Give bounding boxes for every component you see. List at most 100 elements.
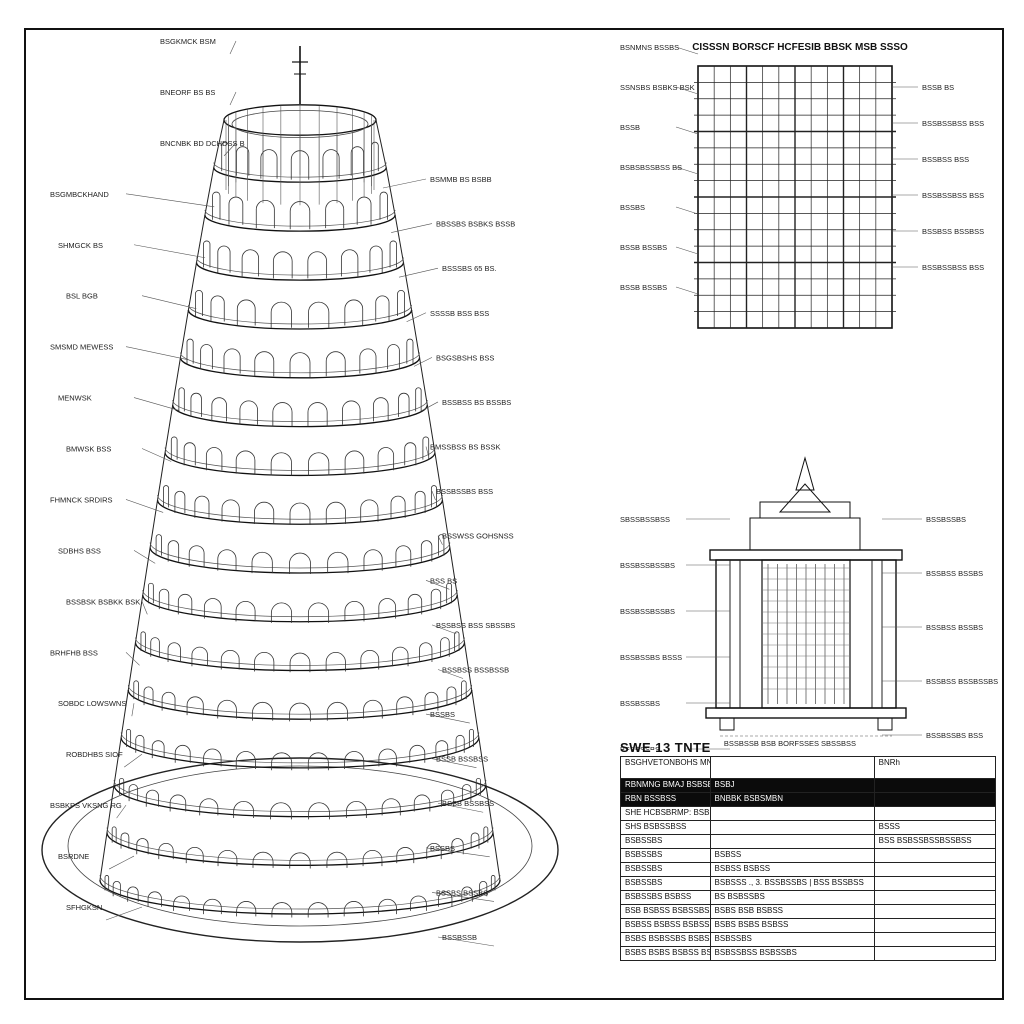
tier-ledge	[172, 404, 428, 428]
callout-label: BSRDNE	[58, 852, 89, 861]
tower-tier	[179, 309, 421, 379]
tier-arch	[252, 701, 274, 721]
tier-arch	[133, 680, 139, 700]
title-block-cell	[711, 807, 875, 820]
tier-arch	[169, 794, 187, 812]
tier-wall-right	[471, 689, 480, 738]
section-left-label: BSSBSSBSSBS	[620, 607, 675, 616]
tier-arch	[407, 593, 423, 615]
tier-arch	[326, 851, 348, 868]
tier-arch	[270, 452, 292, 476]
tier-arch	[272, 402, 293, 427]
callout-label: BSGMBCKHAND	[50, 190, 109, 199]
callout-leader	[437, 535, 443, 545]
tier-cornice	[188, 304, 412, 325]
callout-label: ROBDHBS SIOF	[66, 750, 123, 759]
tier-wall-left	[142, 547, 151, 596]
section-left-label: BSSBSSBS BSSS	[620, 653, 682, 662]
grid-right-label: BSSBSS BSS	[922, 155, 969, 164]
tier-wall-left	[157, 452, 166, 501]
section-left-label: BSSBSSBSSBS	[620, 561, 675, 570]
tier-arch	[325, 199, 345, 229]
title-block-cell: BSBS BSBSSBS BSBSSBSSBS	[621, 933, 711, 946]
tier-arch	[392, 646, 409, 667]
tier-arch	[308, 802, 330, 820]
tier-wall-right	[434, 452, 443, 501]
tier-arch	[191, 646, 208, 667]
title-block-cell: BSBSSBS	[621, 877, 711, 890]
tier-wall-right	[464, 642, 473, 691]
title-block-cell	[875, 877, 995, 890]
title-block-row: BSBS BSBSSBS BSBSSBSSBSBSBSSBS	[621, 933, 995, 947]
callout-leader	[125, 193, 215, 208]
grid-left-label: SSNSBS BSBKS BSK	[620, 83, 695, 92]
tier-arch	[211, 397, 227, 422]
tier-arch	[255, 199, 275, 229]
tier-arch	[120, 832, 130, 849]
tier-arch	[360, 649, 380, 670]
callout-leader	[431, 758, 477, 768]
tier-ledge	[149, 547, 451, 574]
tier-cornice	[149, 542, 451, 569]
tier-arch	[406, 338, 414, 364]
tier-ledge	[156, 499, 444, 525]
tier-arch	[203, 898, 222, 915]
tier-arch	[378, 598, 397, 619]
section-left-label: SBSSBSSBSS	[620, 515, 670, 524]
tier-cornice	[196, 257, 404, 276]
callout-label: BSS BS	[430, 576, 457, 585]
section-footing	[877, 717, 893, 731]
tier-wall-right	[402, 262, 413, 311]
tier-cornice	[180, 352, 420, 374]
tier-arch	[143, 686, 154, 706]
tier-wall-right	[449, 547, 458, 596]
title-block-cell: BSBSSBS	[711, 933, 875, 946]
title-block-cell: BSBSSS ., 3. BSSBSSBS | BSS BSSBSS	[711, 877, 875, 890]
tier-arch	[270, 802, 292, 820]
tier-arch	[221, 499, 240, 522]
title-block: SWE 13 TNTE BSGHVETONBOHS MNMNMHBNRhRBNM…	[620, 740, 996, 961]
tier-arch	[174, 745, 191, 763]
section-base	[705, 707, 907, 719]
grid-left-label: BSSB	[620, 123, 640, 132]
tower-tier	[195, 214, 405, 281]
tier-arch	[252, 851, 274, 868]
title-block-cell: BSBS BSB BSBSS	[711, 905, 875, 918]
title-block-cell: BSBSS BSBSS BSBSSBSS	[621, 919, 711, 932]
tier-wall-left	[120, 689, 129, 738]
grid-leader	[675, 46, 699, 55]
callout-label: SSSSB BSS BSS	[430, 309, 489, 318]
callout-leader	[406, 312, 427, 323]
tier-arch	[239, 400, 258, 425]
tier-arch	[155, 534, 162, 556]
tier-arch	[289, 352, 311, 378]
tier-arch	[396, 696, 414, 716]
callout-leader	[425, 713, 470, 724]
tier-arch	[307, 902, 329, 918]
tower-tier	[187, 262, 413, 330]
tier-arch	[289, 852, 311, 869]
title-block-cell	[875, 863, 995, 876]
tier-wall-left	[127, 642, 136, 691]
callout-leader	[141, 601, 148, 615]
tier-arch	[270, 301, 292, 328]
tier-arch	[308, 301, 330, 328]
tier-arch	[200, 344, 213, 370]
tier-arch	[235, 751, 256, 769]
tier-arch	[461, 886, 473, 902]
tier-arch	[461, 680, 467, 700]
callout-label: BSL BGB	[66, 292, 98, 301]
tier-wall-right	[426, 404, 436, 453]
callout-label: SDBHS BSS	[58, 546, 101, 555]
tier-arch	[212, 191, 221, 220]
title-block-cell: BSBSS BSBSS	[711, 863, 875, 876]
cross-section-panel: SBSSBSSBSS BSSBSSBSSBS BSSBSSBSSBS BSSBSSBS…	[620, 456, 998, 750]
tower-tier	[149, 499, 451, 574]
title-block-cell: BSS BSBSSBSSBSSBSS	[878, 836, 972, 845]
section-top-slab	[709, 549, 903, 561]
title-block-cell: BS BSBSSBS	[711, 891, 875, 904]
grid-leader	[675, 86, 699, 95]
grid-left-label: BSNMNS BSSBS	[620, 43, 679, 52]
